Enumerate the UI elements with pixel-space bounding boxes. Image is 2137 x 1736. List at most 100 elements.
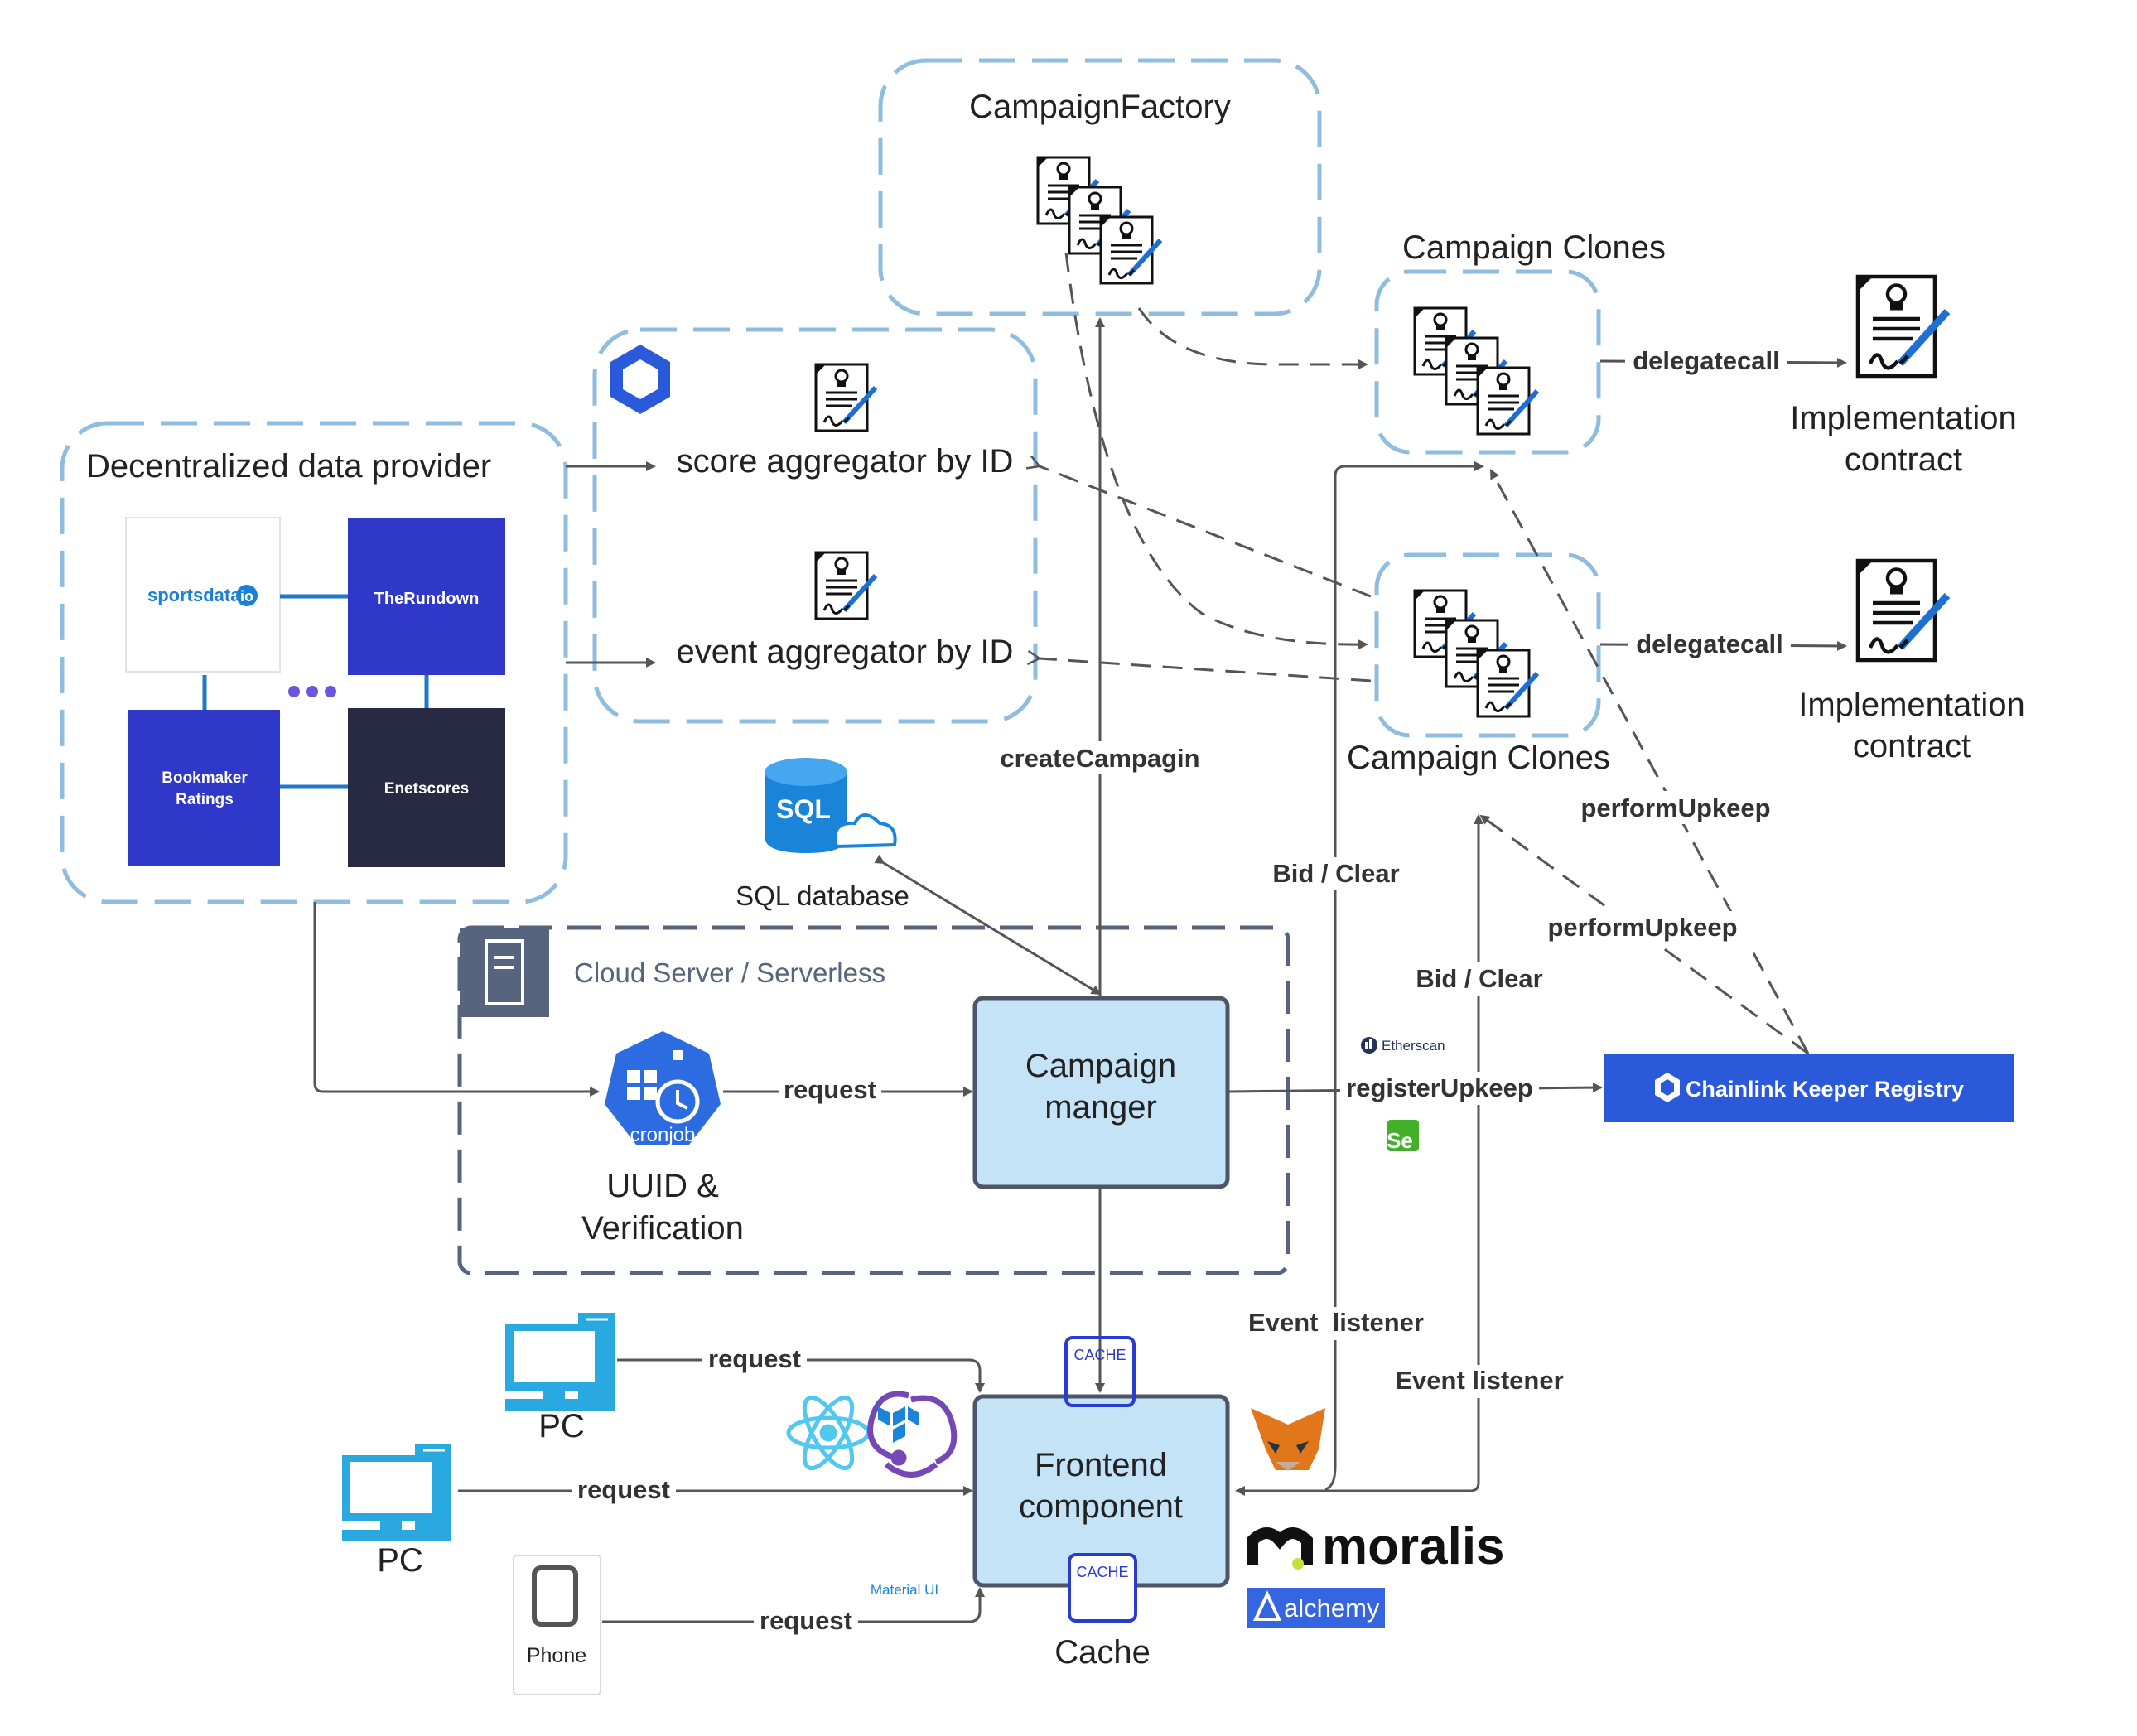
edge-clones-event: [1040, 658, 1372, 682]
svg-text:registerUpkeep: registerUpkeep: [1346, 1073, 1533, 1102]
uuid-label-line1: UUID &: [606, 1168, 719, 1204]
implementation-contract-2-icon: [1858, 561, 1947, 660]
pc-1-label: PC: [538, 1408, 585, 1444]
score-aggregator-icon: [816, 364, 876, 431]
svg-text:delegatecall: delegatecall: [1633, 346, 1779, 375]
edge-label-bid-clear-2: Bid / Clear: [1408, 962, 1551, 996]
uuid-label-line2: Verification: [581, 1210, 744, 1247]
edge-label-perform-upkeep-1: performUpkeep: [1568, 791, 1783, 824]
etherscan-icon: [1361, 1037, 1377, 1054]
enetscores-label: Enetscores: [384, 780, 469, 798]
sportsdata-logo: sportsdata: [147, 585, 241, 605]
cache-badge-top-text: CACHE: [1073, 1347, 1126, 1363]
sportsdata-io-text: io: [240, 588, 253, 605]
cache-label: Cache: [1054, 1634, 1151, 1671]
campaign-clones-bottom-group: [1374, 552, 1601, 738]
edge-pc1-frontend: [617, 1358, 985, 1393]
react-icon: [786, 1395, 871, 1471]
campaign-clones-bottom-title: Campaign Clones: [1347, 740, 1610, 776]
edge-event-listener-left: [1324, 1465, 1337, 1491]
enetscores-card: [348, 708, 505, 867]
edge-label-register-upkeep: registerUpkeep: [1340, 1072, 1539, 1105]
edge-perform-upkeep-top: [1489, 469, 1810, 1054]
edge-provider-cronjob: [313, 902, 600, 1097]
edge-label-perform-upkeep-2: performUpkeep: [1535, 911, 1750, 944]
phone-icon: [532, 1565, 578, 1627]
edge-sql-manager: [874, 854, 1102, 996]
more-providers-dots-icon: [288, 686, 336, 697]
campaign-manager-line1: Campaign: [1025, 1048, 1176, 1084]
chainlink-registry-label: Chainlink Keeper Registry: [1686, 1077, 1964, 1102]
campaign-clones-top-title: Campaign Clones: [1402, 229, 1666, 266]
campaign-manager-line2: manger: [1044, 1089, 1157, 1126]
implementation-contract-1-icon: [1858, 277, 1947, 376]
implementation-contract-1-line1: Implementation: [1790, 400, 2016, 436]
sql-database-label: SQL database: [736, 880, 909, 911]
selenium-label: Se: [1387, 1128, 1413, 1153]
edge-factory-clones-bottom: [1064, 252, 1368, 650]
edge-label-event-listener-1: Event listener: [1237, 1307, 1435, 1340]
clones-top-icon: [1415, 308, 1537, 434]
event-aggregator-label: event aggregator by ID: [677, 634, 1014, 670]
svg-text:Bid / Clear: Bid / Clear: [1416, 964, 1542, 993]
cronjob-label: cronjob: [630, 1124, 696, 1146]
campaign-clones-top-group: [1374, 269, 1601, 455]
edge-label-bid-clear-1: Bid / Clear: [1265, 857, 1407, 890]
phone-label: Phone: [527, 1644, 586, 1667]
edge-label-request-pc1: request: [702, 1343, 807, 1377]
svg-text:request: request: [760, 1606, 852, 1635]
cache-badge-bottom-text: CACHE: [1076, 1564, 1128, 1580]
edge-label-request-pc2: request: [572, 1474, 676, 1507]
edge-label-delegatecall-1: delegatecall: [1625, 344, 1787, 377]
svg-text:performUpkeep: performUpkeep: [1547, 913, 1737, 942]
therundown-label: TheRundown: [374, 590, 480, 608]
sql-database-icon: [765, 758, 897, 853]
moralis-icon: [1247, 1527, 1313, 1570]
svg-text:request: request: [784, 1075, 876, 1104]
edge-label-create-campaign: createCampagin: [990, 741, 1210, 774]
svg-text:performUpkeep: performUpkeep: [1580, 793, 1770, 822]
server-icon: [485, 939, 524, 1005]
edge-label-request-phone: request: [754, 1605, 858, 1638]
cloud-server-title: Cloud Server / Serverless: [574, 957, 885, 988]
bookmaker-card: [128, 710, 280, 866]
implementation-contract-1-line2: contract: [1845, 441, 1962, 478]
chainlink-hex-icon: [610, 345, 670, 414]
svg-text:createCampagin: createCampagin: [1000, 744, 1199, 773]
svg-text:request: request: [577, 1475, 670, 1504]
sportsdata-io-badge: [236, 585, 258, 606]
implementation-contract-2-line1: Implementation: [1798, 687, 2024, 723]
alchemy-icon: [1252, 1590, 1282, 1621]
pc-1-icon: [504, 1311, 616, 1412]
chainlink-aggregators-group: [592, 327, 1038, 724]
material-ui-label: Material UI: [871, 1582, 938, 1598]
moralis-label: moralis: [1322, 1518, 1505, 1575]
etherscan-label: Etherscan: [1382, 1038, 1445, 1054]
cache-badge-top: [1064, 1336, 1136, 1407]
campaign-manager-box[interactable]: [972, 996, 1230, 1189]
score-aggregator-label: score aggregator by ID: [677, 443, 1014, 480]
chainlink-registry-hex-icon: [1655, 1073, 1680, 1102]
clones-bottom-icon: [1415, 591, 1537, 716]
event-aggregator-icon: [816, 552, 876, 619]
edge-factory-clones-top: [1137, 307, 1368, 369]
svg-text:request: request: [708, 1344, 801, 1373]
frontend-line1: Frontend: [1035, 1447, 1167, 1483]
svg-text:delegatecall: delegatecall: [1636, 629, 1782, 658]
material-ui-icon: [878, 1406, 919, 1443]
campaign-factory-group: [878, 58, 1322, 316]
cronjob-icon: [605, 1031, 721, 1145]
svg-text:Bid / Clear: Bid / Clear: [1272, 859, 1399, 888]
edge-bid-clear-top: [1334, 461, 1484, 1466]
svg-text:Event listener: Event listener: [1395, 1366, 1563, 1395]
edge-label-request-cron: request: [779, 1074, 881, 1107]
campaign-factory-title: CampaignFactory: [969, 89, 1231, 125]
therundown-card: [348, 518, 505, 675]
selenium-icon: [1387, 1120, 1419, 1151]
bookmaker-label-line1: Bookmaker: [162, 769, 248, 787]
edge-phone-frontend: [602, 1587, 985, 1623]
metamask-icon: [1251, 1408, 1325, 1471]
edge-event-listener: [1235, 1482, 1480, 1496]
svg-text:Event listener: Event listener: [1248, 1308, 1424, 1337]
